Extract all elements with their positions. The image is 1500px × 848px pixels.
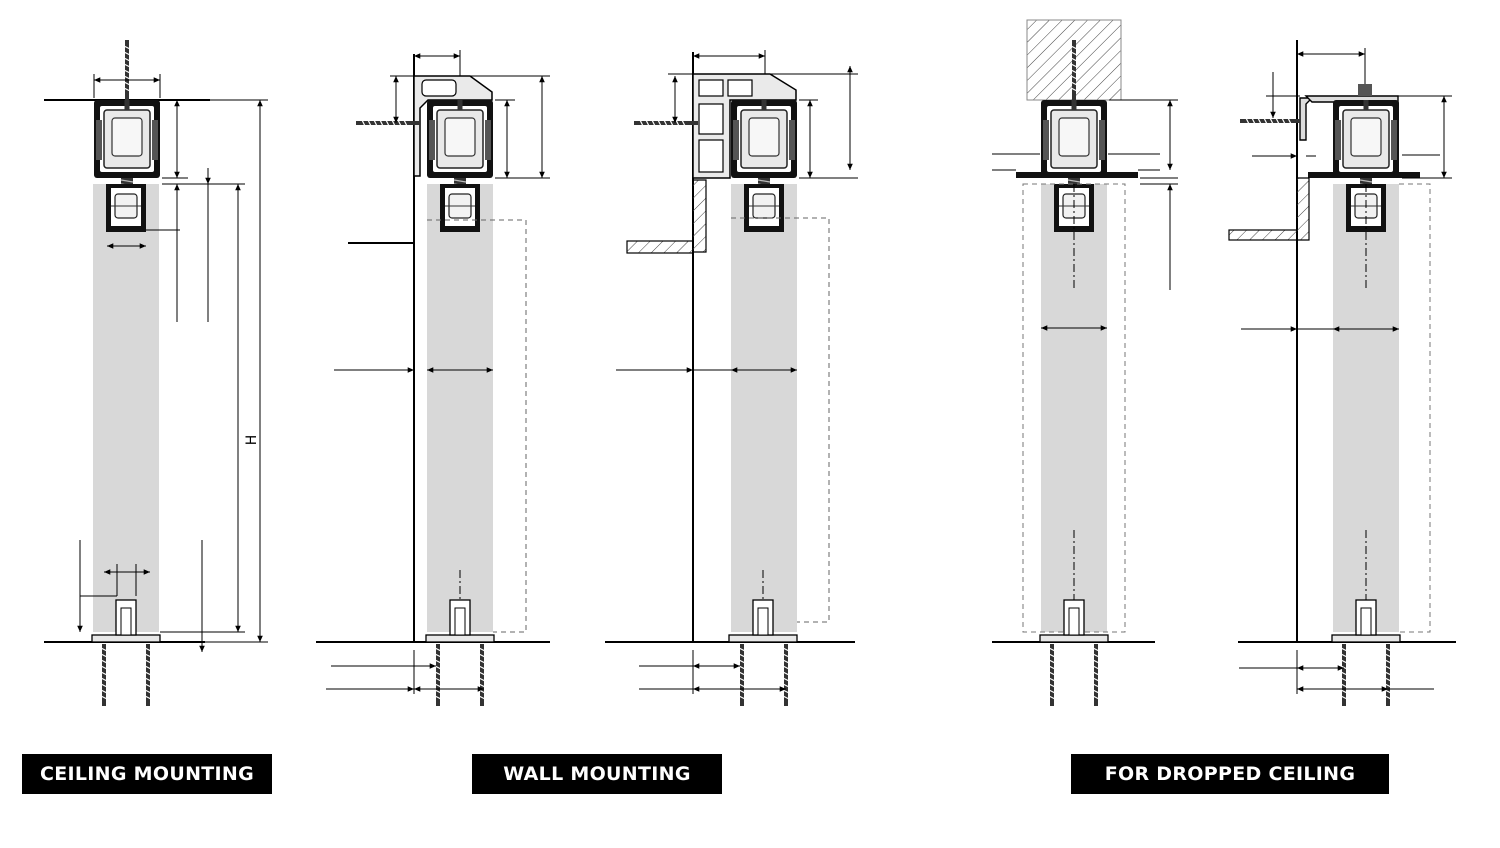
view-wall-mounting-bracket: [316, 50, 550, 708]
height-dimension-label: H: [244, 435, 260, 446]
view-wall-mounting-profile: [605, 50, 858, 708]
dropped-ceiling-caption: FOR DROPPED CEILING: [1071, 754, 1389, 794]
view-dropped-ceiling-bracket: [1228, 40, 1456, 708]
view-dropped-ceiling-beam: [992, 19, 1178, 708]
ceiling-mounting-caption: CEILING MOUNTING: [22, 754, 272, 794]
wall-mounting-caption: WALL MOUNTING: [472, 754, 722, 794]
view-ceiling-mounting: H: [44, 40, 268, 708]
